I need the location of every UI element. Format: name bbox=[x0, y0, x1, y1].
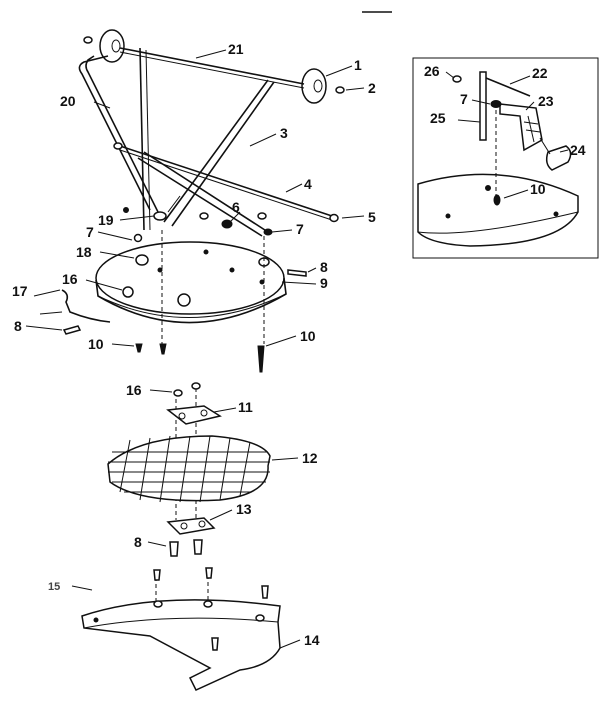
callout-6: 6 bbox=[232, 199, 240, 215]
callout-16-lower: 16 bbox=[126, 382, 142, 398]
firebox bbox=[95, 241, 287, 324]
cord bbox=[61, 289, 111, 323]
callout-12: 12 bbox=[302, 450, 318, 466]
vent-18 bbox=[135, 254, 149, 266]
callout-7-left: 7 bbox=[86, 224, 94, 240]
inset-detail bbox=[412, 57, 599, 259]
callout-10-inset: 10 bbox=[530, 181, 546, 197]
callout-16-bowl: 16 bbox=[62, 271, 78, 287]
cross-leg bbox=[163, 79, 275, 227]
callout-3: 3 bbox=[280, 125, 288, 141]
callout-24: 24 bbox=[570, 142, 586, 158]
callout-2: 2 bbox=[368, 80, 376, 96]
callout-7-inset: 7 bbox=[460, 91, 468, 107]
bolt-6 bbox=[221, 219, 233, 229]
callout-18: 18 bbox=[76, 244, 92, 260]
callout-9: 9 bbox=[320, 275, 328, 291]
callout-19: 19 bbox=[98, 212, 114, 228]
side-bolt bbox=[287, 269, 307, 277]
leg-frame bbox=[78, 55, 159, 213]
callout-23: 23 bbox=[538, 93, 554, 109]
callout-1: 1 bbox=[354, 57, 362, 73]
hubcap-left bbox=[83, 36, 93, 44]
callout-8-left: 8 bbox=[14, 318, 22, 334]
rod-end-cap bbox=[329, 213, 339, 223]
callout-4: 4 bbox=[304, 176, 312, 192]
grate-bracket-upper bbox=[166, 405, 222, 425]
callout-11: 11 bbox=[238, 399, 253, 415]
leg-vertical-a bbox=[139, 47, 145, 231]
wheels bbox=[83, 29, 345, 104]
callout-22: 22 bbox=[532, 65, 548, 81]
inset-frame bbox=[412, 57, 599, 259]
callout-15: 15 bbox=[48, 581, 60, 593]
bolt-10-mid bbox=[159, 343, 167, 355]
callout-10-left: 10 bbox=[88, 336, 104, 352]
callout-8-right: 8 bbox=[320, 259, 328, 275]
ash-pan bbox=[81, 567, 281, 691]
bolt-10-right bbox=[257, 345, 265, 373]
handle-rod bbox=[119, 145, 333, 217]
inset-lid bbox=[417, 173, 579, 247]
callout-26: 26 bbox=[424, 63, 440, 79]
axle bbox=[119, 47, 305, 85]
callout-13: 13 bbox=[236, 501, 252, 517]
callout-17: 17 bbox=[12, 283, 28, 299]
grate-bracket-lower bbox=[166, 517, 216, 535]
hubcap-right bbox=[335, 86, 345, 94]
callout-21: 21 bbox=[228, 41, 244, 57]
inset-handle bbox=[545, 145, 572, 171]
bolt-8-left bbox=[62, 325, 82, 335]
callout-8-bottom: 8 bbox=[134, 534, 142, 550]
callout-10-right: 10 bbox=[300, 328, 316, 344]
callout-5: 5 bbox=[368, 209, 376, 225]
bolt-10-left bbox=[135, 343, 143, 353]
callout-14: 14 bbox=[304, 632, 320, 648]
front-brace bbox=[137, 151, 269, 237]
callout-20: 20 bbox=[60, 93, 76, 109]
clip-19 bbox=[153, 211, 167, 221]
callout-7-right: 7 bbox=[296, 221, 304, 237]
callout-labels: 1 2 3 4 5 6 7 7 7 8 8 8 9 10 10 10 11 12… bbox=[12, 41, 586, 648]
cooking-grate bbox=[107, 435, 271, 503]
firebox-top bbox=[95, 241, 285, 315]
callout-25: 25 bbox=[430, 110, 446, 126]
inset-leg bbox=[479, 71, 487, 141]
inset-bracket bbox=[499, 103, 543, 152]
leader-lines bbox=[25, 49, 365, 649]
